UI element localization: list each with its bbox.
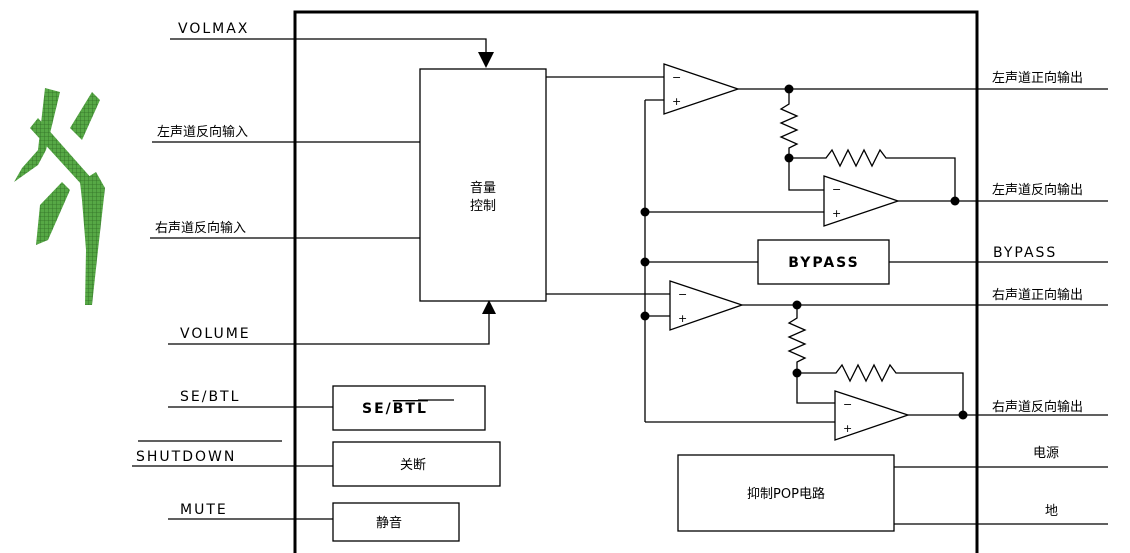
bamboo-logo [14,88,105,305]
right-pos-output-label: 右声道正向输出 [992,287,1083,303]
se-btl-block-text: SE/BTL [362,401,428,417]
opamp-left-pos [663,63,741,115]
opamp-minus-sign: − [678,288,687,301]
bypass-output-label: BYPASS [993,245,1057,261]
junction-dot [640,311,650,321]
resistor-right-vertical [787,305,807,373]
opamp-left-neg [823,175,901,227]
volume-wire [168,312,490,345]
junction-dot [950,196,960,206]
volume-label: VOLUME [180,326,251,342]
volume-arrow [482,300,496,314]
mute-label: MUTE [180,502,228,518]
pop-suppress-text: 抑制POP电路 [747,486,825,502]
opamp-minus-sign: − [672,71,681,84]
right-inverting-input-label: 右声道反向输入 [155,220,246,236]
left-inverting-input-label: 左声道反向输入 [157,124,248,140]
btl-overlined: BTL [393,401,428,417]
junction-dot [640,207,650,217]
ground-label: 地 [1045,504,1058,519]
resistor-right-feedback [797,363,964,415]
opamp-right-neg [834,390,911,441]
junction-dot [640,257,650,267]
right-fb-to-amp4 [796,373,835,404]
opamp-right-pos [669,280,745,331]
mute-block-text: 静音 [376,515,402,531]
shutdown-block [332,441,501,487]
volume-control-label-2: 控制 [470,199,496,214]
right-neg-output-label: 右声道反向输出 [992,399,1083,415]
volume-control-label-1: 音量 [470,180,496,196]
left-neg-output-label: 左声道反向输出 [992,182,1083,198]
shutdown-block-text: 关断 [400,458,426,473]
left-pos-output-label: 左声道正向输出 [992,70,1083,86]
opamp-minus-sign: − [843,398,852,411]
junction-dot [958,410,968,420]
mute-block [332,502,460,542]
opamp-plus-sign: + [832,207,841,220]
volmax-arrow [478,52,494,68]
bypass-block-text: BYPASS [788,255,859,271]
shutdown-label: SHUTDOWN [136,449,236,465]
volume-control-block [419,68,547,302]
opamp-plus-sign: + [843,422,852,435]
pop-suppress-block [677,454,895,532]
left-fb-to-amp2 [788,158,824,191]
se-btl-block [332,385,486,431]
power-label: 电源 [1033,446,1059,461]
resistor-left-vertical [779,89,799,158]
opamp-minus-sign: − [832,183,841,196]
resistor-left-feedback [789,148,956,201]
volmax-label: VOLMAX [178,21,249,37]
chip-outline [293,10,979,553]
se-btl-label: SE/BTL [180,389,240,405]
opamp-plus-sign: + [672,95,681,108]
opamp-plus-sign: + [678,312,687,325]
volmax-wire [170,38,487,58]
